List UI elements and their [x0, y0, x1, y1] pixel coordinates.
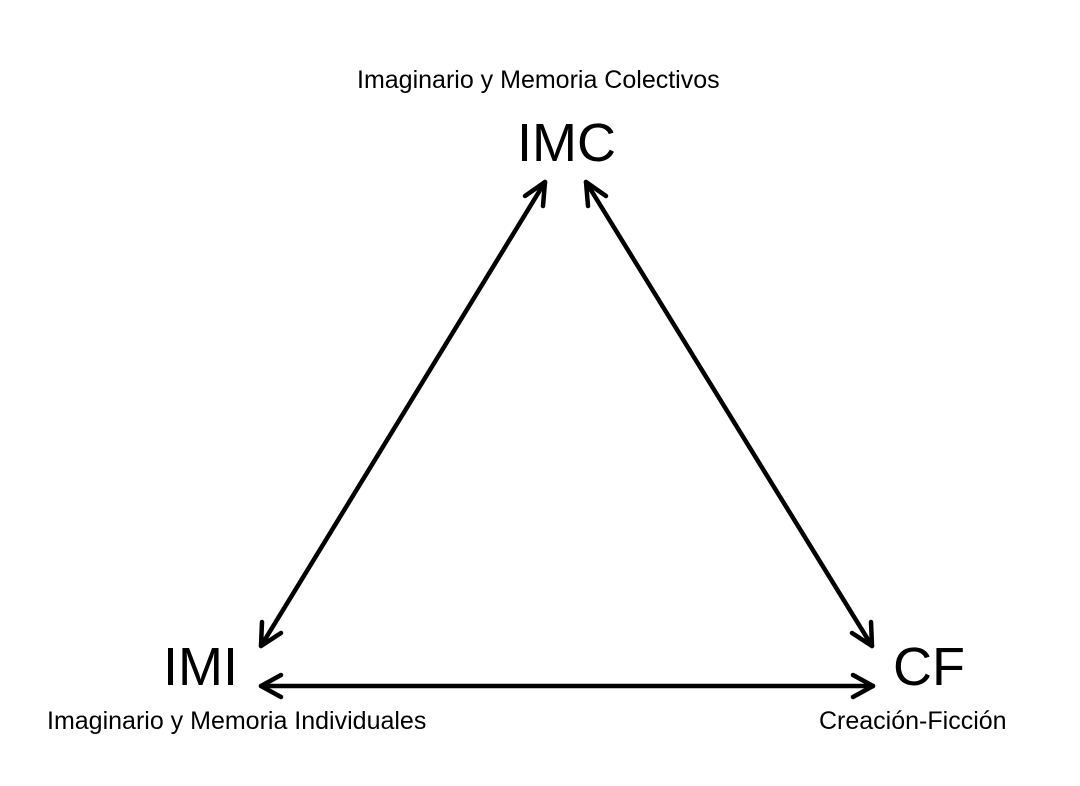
arrow-imi-cf	[258, 672, 876, 700]
imi-node: IMI	[163, 637, 238, 697]
cf-full-label: Creación-Ficción	[819, 707, 1007, 735]
imi-full-label: Imaginario y Memoria Individuales	[47, 707, 427, 735]
imc-node: IMC	[517, 113, 616, 173]
arrow-imc-imi	[258, 179, 548, 649]
arrow-imc-cf	[583, 179, 875, 649]
imc-full-label: Imaginario y Memoria Colectivos	[357, 66, 720, 94]
cf-node: CF	[893, 637, 965, 697]
